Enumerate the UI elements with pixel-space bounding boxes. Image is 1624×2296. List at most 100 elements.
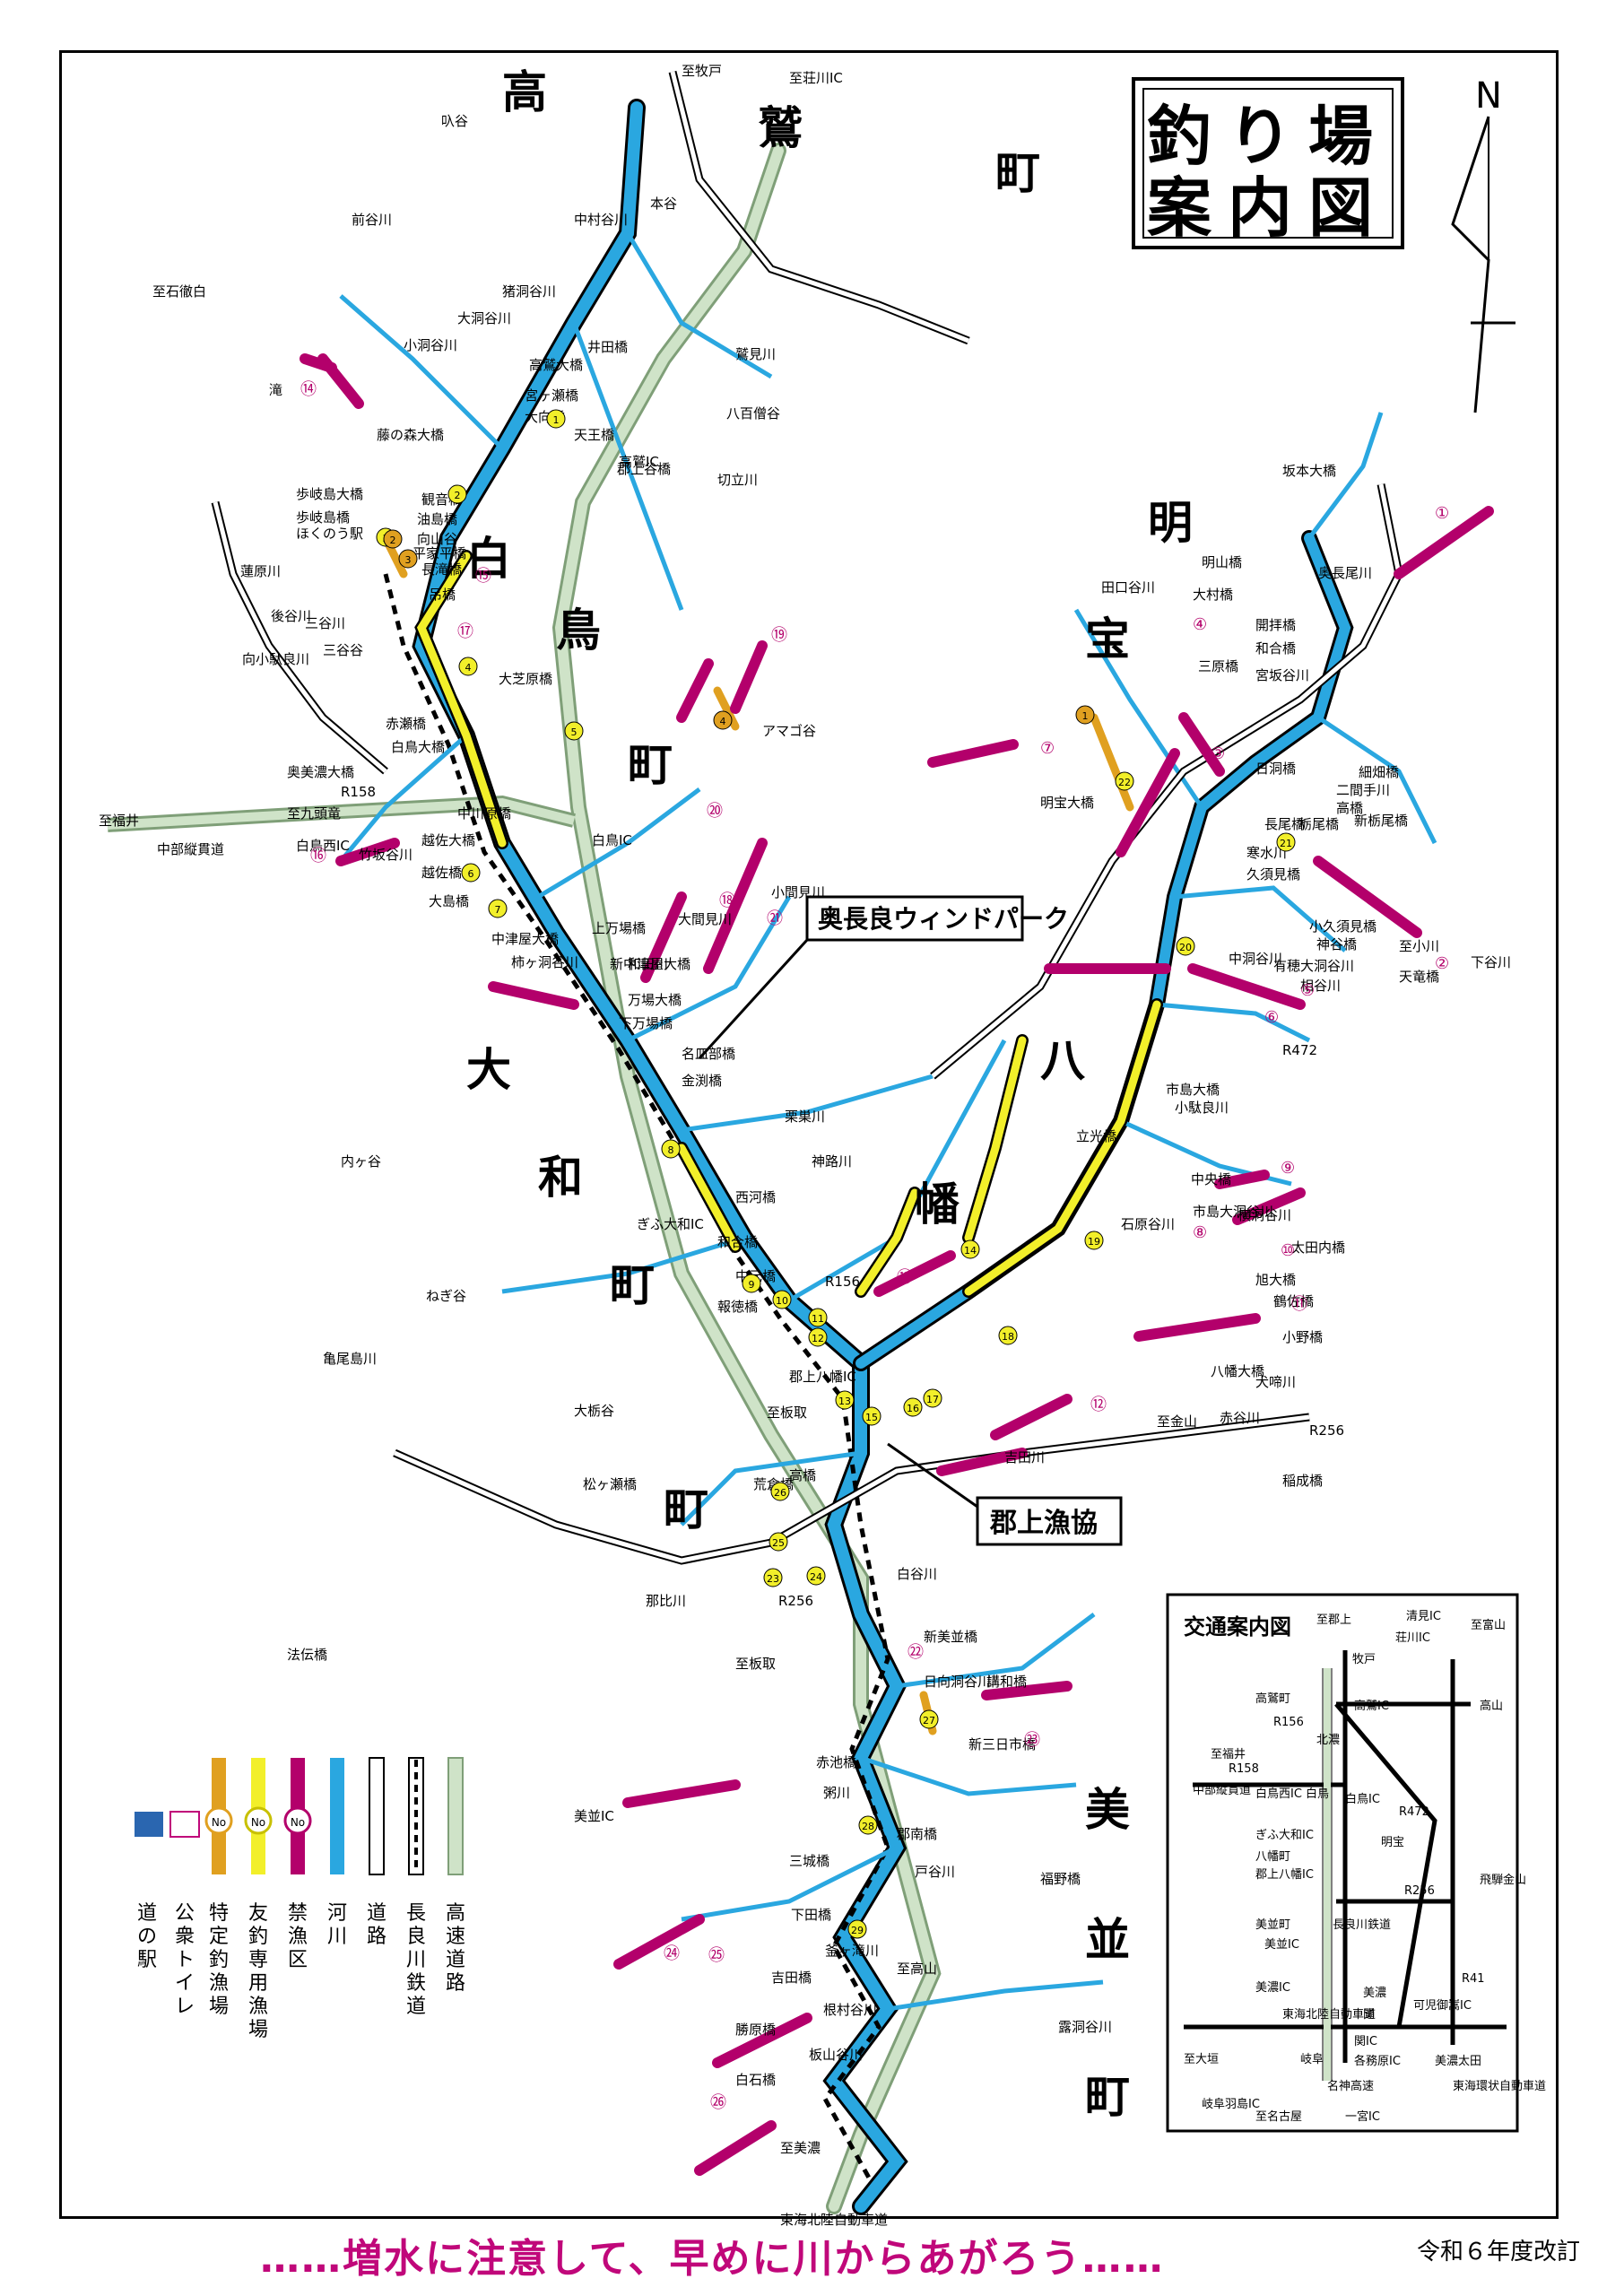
inset-label: 長良川鉄道 — [1333, 1918, 1391, 1932]
inset-label: 中部縦貫道 — [1193, 1784, 1251, 1797]
place-label: 福野橋 — [1040, 1871, 1081, 1887]
inset-label: 至大垣 — [1184, 2053, 1219, 2066]
inset-label: 高鷲IC — [1354, 1699, 1389, 1713]
legend-label: レ — [175, 1996, 195, 2018]
roads — [213, 71, 1402, 1563]
legend-swatch-road — [369, 1757, 385, 1875]
place-label: 松ヶ瀬橋 — [583, 1476, 637, 1492]
tokutei-marker-label: 2 — [390, 535, 396, 546]
inset-label: 名神高速 — [1327, 2079, 1374, 2093]
place-label: 油島橋 — [417, 511, 457, 527]
legend: 道の駅公衆トイレ特定釣漁場No友釣専用漁場No禁漁区No河川道路長良川鉄道高速道… — [135, 1757, 465, 2041]
place-label: 二間手川 — [1336, 782, 1390, 798]
place-label: 三谷川 — [305, 615, 345, 631]
place-label: 白鳥大橋 — [391, 739, 445, 755]
legend-label: 速 — [446, 1926, 465, 1948]
inset-label: 関IC — [1354, 2035, 1377, 2048]
safety-warning: ……増水に注意して、早めに川からあがろう…… — [260, 2236, 1165, 2282]
kinryo-marker: ⑤ — [1300, 981, 1315, 1000]
inset-label: 北濃 — [1316, 1734, 1340, 1747]
place-label: R158 — [341, 784, 376, 800]
kinryo-zones — [300, 353, 1494, 2176]
town-char: 明 — [1148, 497, 1193, 549]
tributaries — [339, 231, 1437, 2012]
place-label: R256 — [778, 1593, 813, 1609]
tomozuri-marker — [661, 1139, 681, 1159]
place-label: 柿ヶ洞谷川 — [511, 954, 578, 970]
place-label: 猪洞谷川 — [502, 283, 556, 300]
place-label: 本谷 — [650, 196, 677, 212]
legend-label: 友 — [248, 1902, 268, 1925]
place-label: 大島橋 — [429, 893, 469, 909]
tomozuri-marker — [564, 721, 584, 741]
inset-label: 美濃IC — [1255, 1981, 1290, 1995]
inset-label: 清見IC — [1406, 1610, 1441, 1623]
tomozuri-marker — [458, 657, 478, 676]
revision-note: 令和６年度改訂 — [1417, 2239, 1581, 2266]
place-label: 勝原橋 — [735, 2022, 776, 2038]
legend-swatch-river — [330, 1758, 344, 1874]
place-label: 奥長尾川 — [1318, 565, 1372, 581]
tomozuri-marker — [742, 1274, 761, 1293]
place-label: 明山橋 — [1202, 554, 1242, 570]
legend-label: 高 — [446, 1902, 465, 1925]
tokutei-marker — [383, 529, 403, 549]
inset-label: R472 — [1399, 1805, 1429, 1819]
place-label: ねぎ谷 — [426, 1288, 466, 1304]
tokutei-zones — [381, 534, 1134, 1735]
tomozuri-marker — [808, 1327, 828, 1347]
place-label: 大芝原橋 — [499, 671, 552, 687]
place-label: 赤瀬橋 — [386, 716, 426, 732]
place-labels: 至牧戸至荘川IC叺谷中村谷川本谷猪洞谷川井田橋大洞谷川高鷲大橋宮ヶ瀬橋大向橋天王… — [99, 63, 1511, 2228]
place-label: 中洞谷川 — [1229, 951, 1282, 967]
svg-text:郡上漁協: 郡上漁協 — [989, 1508, 1098, 1539]
kinryo-marker: ① — [1435, 504, 1449, 523]
place-label: 金渕橋 — [682, 1073, 722, 1089]
tomozuri-marker — [923, 1388, 942, 1408]
kinryo-marker: ⑩ — [1281, 1241, 1295, 1260]
legend-label: 川 — [406, 1949, 426, 1971]
place-label: 至板取 — [767, 1405, 807, 1421]
place-label: 切立川 — [717, 472, 758, 488]
place-label: 釜ヶ滝川 — [825, 1943, 879, 1959]
town-labels: 高 鷲 町 白 鳥 町 明 宝 大 和 町 八 幡 町 美 並 町 — [466, 66, 1193, 2123]
legend-label: 川 — [327, 1926, 347, 1948]
tokutei-marker-label: 1 — [1082, 710, 1089, 722]
tomozuri-marker — [919, 1709, 939, 1729]
tomozuri-marker — [862, 1406, 881, 1426]
place-label: 赤池橋 — [816, 1754, 856, 1770]
place-label: 長滝橋 — [421, 561, 462, 578]
tomozuri-marker-label: 20 — [1179, 942, 1192, 953]
place-label: 吊橋 — [429, 587, 456, 603]
place-label: 小野橋 — [1282, 1329, 1323, 1345]
tomozuri-marker-label: 19 — [1088, 1236, 1100, 1248]
tokutei-marker — [398, 549, 418, 569]
place-label: 美並IC — [574, 1808, 614, 1824]
place-label: 神路川 — [812, 1153, 852, 1170]
town-char: 幡 — [915, 1178, 960, 1231]
inset-label: 一宮IC — [1345, 2109, 1380, 2124]
kinryo-marker: ㉓ — [1024, 1731, 1040, 1750]
legend-mark: No — [251, 1816, 265, 1829]
place-label: 至高山 — [897, 1961, 937, 1977]
svg-text:奥長良ウィンドパーク: 奥長良ウィンドパーク — [818, 904, 1069, 934]
place-label: 旭大橋 — [1255, 1272, 1296, 1288]
place-label: 神谷橋 — [1316, 936, 1357, 952]
town-char: 町 — [664, 1483, 708, 1535]
place-label: 叺谷 — [441, 113, 468, 129]
legend-label: 良 — [406, 1926, 426, 1948]
place-label: 細畑橋 — [1359, 764, 1399, 780]
tomozuri-marker — [770, 1482, 790, 1501]
kinryo-marker: ㉖ — [710, 2093, 726, 2112]
tomozuri-marker-label: 29 — [851, 1925, 864, 1936]
place-label: 鷲見川 — [735, 346, 776, 362]
town-char: 白 — [466, 533, 511, 585]
place-label: アマゴ谷 — [762, 723, 816, 739]
place-label: 亀尾島川 — [323, 1351, 377, 1367]
kinryo-marker: ⑮ — [475, 567, 491, 586]
place-label: 前谷川 — [352, 212, 392, 228]
place-label: 奥美濃大橋 — [287, 764, 354, 780]
place-label: 平家平橋 — [413, 545, 466, 561]
place-label: 赤谷川 — [1220, 1410, 1260, 1426]
tomozuri-marker — [769, 1532, 788, 1552]
